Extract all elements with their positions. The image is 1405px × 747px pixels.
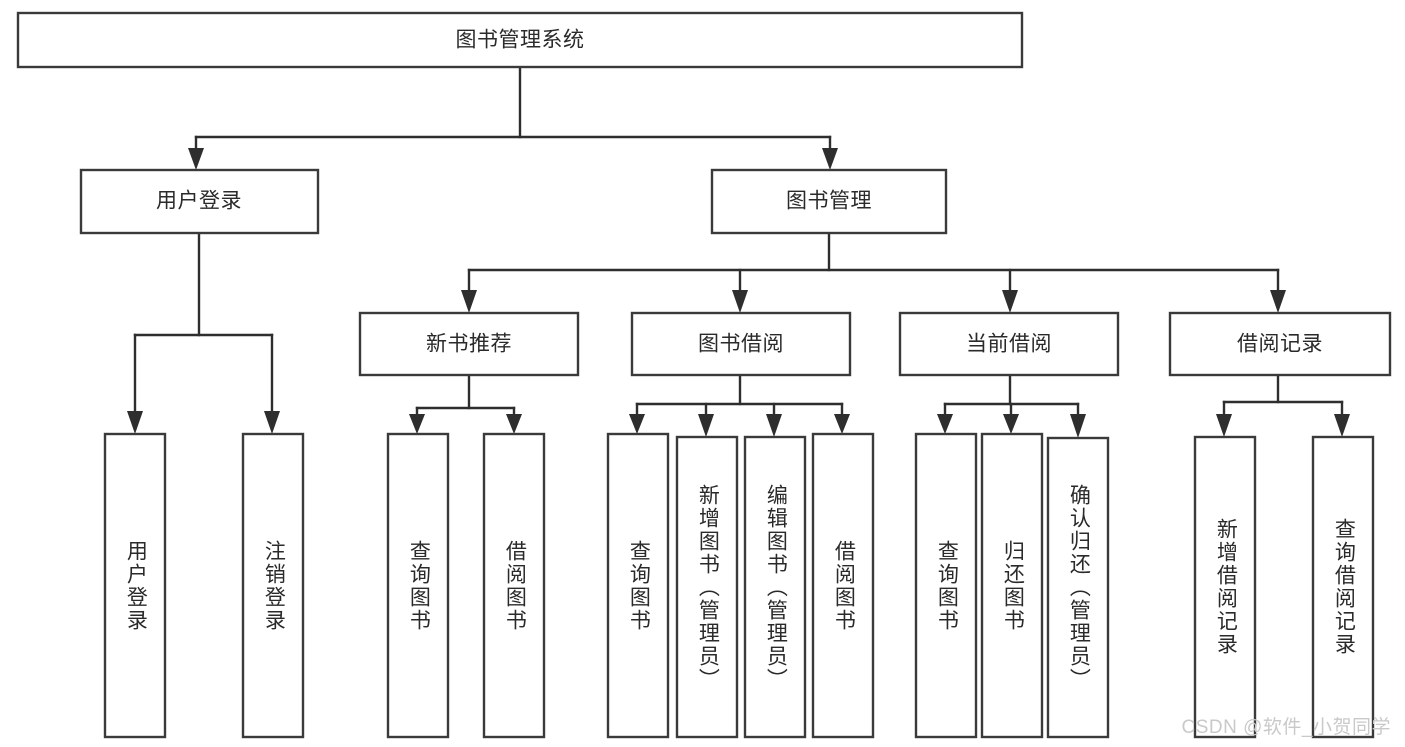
- node-user-login-box[interactable]: [79, 168, 320, 235]
- arrowhead-icon: [461, 290, 477, 313]
- leaf-box-borrow-book[interactable]: [811, 432, 875, 739]
- node-borrow-record-box[interactable]: [1168, 311, 1392, 377]
- node-user-login-label: 用户登录: [156, 190, 242, 213]
- leaf-box-confirm-return-admin[interactable]: [1046, 436, 1110, 739]
- arrowhead-icon: [698, 414, 714, 437]
- arrowhead-icon: [1334, 414, 1350, 437]
- node-book-borrow-box[interactable]: [630, 311, 852, 377]
- arrowhead-icon: [766, 414, 782, 437]
- leaf-box-add-book-admin[interactable]: [675, 435, 739, 739]
- arrowhead-icon: [1270, 290, 1286, 313]
- arrowhead-icon: [629, 414, 645, 434]
- arrowhead-icon: [264, 411, 280, 434]
- node-borrow-record-label: 借阅记录: [1237, 333, 1323, 356]
- leaf-box-query-book-borrow[interactable]: [606, 432, 670, 739]
- node-book-manage-label: 图书管理: [786, 190, 872, 213]
- node-book-borrow[interactable]: 图书借阅: [630, 311, 852, 377]
- arrowhead-icon: [1216, 414, 1232, 437]
- leaf-box-user-login[interactable]: [103, 432, 167, 739]
- arrowhead-icon: [506, 414, 522, 434]
- leaf-box-query-book-current[interactable]: [914, 432, 978, 739]
- arrowhead-icon: [732, 290, 748, 313]
- node-current-borrow[interactable]: 当前借阅: [898, 311, 1120, 377]
- arrowhead-icon: [1002, 290, 1018, 313]
- node-book-manage[interactable]: 图书管理: [710, 168, 948, 235]
- node-root-box[interactable]: [16, 11, 1024, 69]
- node-new-book-recommend-box[interactable]: [358, 311, 580, 377]
- arrowhead-icon: [937, 414, 953, 434]
- leaf-boxes-group: [103, 432, 1375, 739]
- arrowhead-icon: [834, 414, 850, 434]
- node-root-label: 图书管理系统: [456, 29, 585, 52]
- node-borrow-record[interactable]: 借阅记录: [1168, 311, 1392, 377]
- leaf-box-edit-book-admin[interactable]: [743, 435, 807, 739]
- leaf-box-query-borrow-record[interactable]: [1311, 435, 1375, 739]
- node-new-book-recommend[interactable]: 新书推荐: [358, 311, 580, 377]
- node-user-login[interactable]: 用户登录: [79, 168, 320, 235]
- node-book-borrow-label: 图书借阅: [698, 333, 784, 356]
- leaf-box-query-book-recommend[interactable]: [386, 432, 450, 739]
- leaf-box-user-logout[interactable]: [241, 432, 305, 739]
- arrowheads-group: [127, 148, 1350, 438]
- arrowhead-icon: [1070, 414, 1086, 438]
- arrowhead-icon: [822, 148, 838, 170]
- node-current-borrow-label: 当前借阅: [966, 333, 1052, 356]
- node-root[interactable]: 图书管理系统: [16, 11, 1024, 69]
- leaf-box-borrow-book-recommend[interactable]: [482, 432, 546, 739]
- leaf-box-return-book[interactable]: [980, 432, 1044, 739]
- arrowhead-icon: [188, 148, 204, 170]
- node-book-manage-box[interactable]: [710, 168, 948, 235]
- arrowhead-icon: [127, 411, 143, 434]
- leaf-box-add-borrow-record[interactable]: [1193, 435, 1257, 739]
- node-new-book-recommend-label: 新书推荐: [426, 333, 512, 356]
- arrowhead-icon: [409, 414, 425, 434]
- arrowhead-icon: [1003, 414, 1019, 434]
- node-current-borrow-box[interactable]: [898, 311, 1120, 377]
